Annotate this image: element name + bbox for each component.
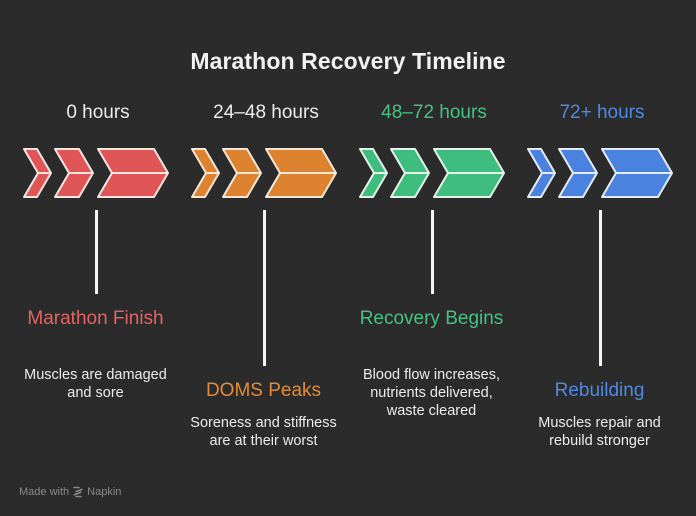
made-with-napkin-footer[interactable]: Made with Napkin	[19, 486, 121, 498]
footer-brand: Napkin	[87, 486, 122, 498]
stage-description: Muscles are damaged and sore	[24, 367, 167, 401]
stage-heading: DOMS Peaks	[205, 380, 322, 401]
stage-heading: Marathon Finish	[27, 308, 164, 329]
stage-recovery-begins: 48–72 hours Recovery Begins Blood flow i…	[359, 0, 527, 516]
stage-heading: Recovery Begins	[359, 308, 504, 329]
stage-time-label: 48–72 hours	[381, 102, 487, 123]
napkin-logo-icon	[73, 486, 83, 498]
page-title: Marathon Recovery Timeline	[190, 48, 506, 74]
stage-heading: Rebuilding	[554, 380, 645, 401]
connector-line	[95, 210, 98, 294]
chevron-arrows-icon	[23, 148, 169, 198]
chevron-arrows-icon	[527, 148, 673, 198]
stage-doms-peaks: 24–48 hours DOMS Peaks Soreness and stif…	[190, 0, 359, 516]
chevron-arrows-icon	[191, 148, 337, 198]
chevron-arrows-icon	[359, 148, 505, 198]
stage-description: Blood flow increases, nutrients delivere…	[362, 367, 500, 419]
connector-line	[263, 210, 266, 366]
stage-description: Soreness and stiffness are at their wors…	[190, 415, 337, 449]
connector-line	[431, 210, 434, 294]
stage-time-label: 72+ hours	[559, 102, 645, 123]
stage-time-label: 24–48 hours	[213, 102, 319, 123]
stage-time-label: 0 hours	[66, 102, 130, 123]
stage-marathon-finish: 0 hours Marathon Finish Muscles are dama…	[23, 0, 191, 516]
footer-label: Made with	[19, 486, 70, 498]
connector-line	[599, 210, 602, 366]
stage-description: Muscles repair and rebuild stronger	[538, 415, 661, 449]
stage-rebuilding: 72+ hours Rebuilding Muscles repair and …	[527, 0, 695, 516]
